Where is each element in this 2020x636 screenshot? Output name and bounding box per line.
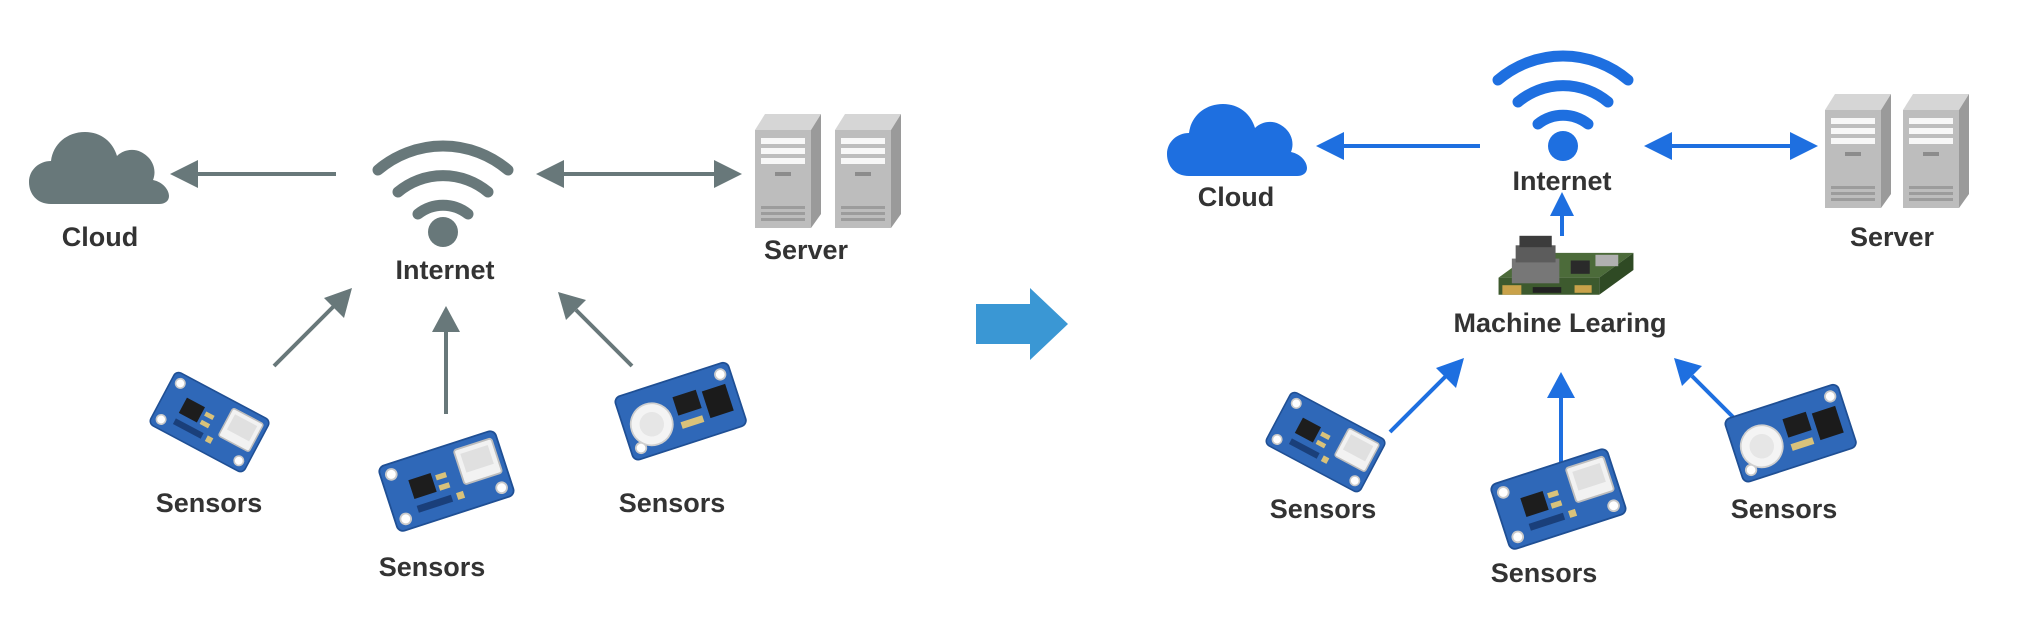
arrow-sensor1-to-ml	[1388, 358, 1464, 434]
arrow-internet-to-cloud-2	[1316, 132, 1480, 160]
after-arrows	[1316, 132, 1818, 470]
sensor-board-icon-6	[1722, 382, 1859, 485]
server-icon-2	[1825, 94, 1969, 208]
cloud-icon	[29, 132, 169, 204]
ml-label: Machine Learing	[1453, 308, 1666, 338]
arrow-ml-to-internet	[1550, 192, 1574, 236]
arrow-sensor2-to-internet	[432, 306, 460, 414]
arrow-sensor3-to-internet	[558, 292, 634, 368]
before-network: Cloud Internet Server Sensors Sensors Se…	[29, 114, 901, 582]
wifi-icon-2	[1492, 50, 1634, 161]
sensor-label-3: Sensors	[619, 488, 726, 518]
wifi-icon	[372, 140, 514, 247]
internet-label: Internet	[395, 255, 494, 285]
arrow-sensor2-to-ml	[1547, 372, 1575, 470]
sensor-label-6: Sensors	[1731, 494, 1838, 524]
cloud-label-2: Cloud	[1198, 182, 1274, 212]
arrow-internet-server-2	[1644, 132, 1818, 160]
ml-board-icon	[1498, 235, 1634, 295]
server-icon	[755, 114, 901, 228]
sensor-board-icon-4	[1263, 389, 1388, 495]
sensor-label-2: Sensors	[379, 552, 486, 582]
sensor-board-icon-2	[376, 428, 517, 534]
server-label-2: Server	[1850, 222, 1935, 252]
cloud-icon-2	[1167, 104, 1307, 176]
sensor-label-1: Sensors	[156, 488, 263, 518]
sensor-label-5: Sensors	[1491, 558, 1598, 588]
before-arrows	[170, 160, 742, 414]
right-arrow-icon	[976, 288, 1068, 360]
server-label: Server	[764, 235, 849, 265]
sensor-board-icon-3	[612, 360, 749, 463]
arrow-internet-to-cloud	[170, 160, 336, 188]
internet-label-2: Internet	[1512, 166, 1611, 196]
arrow-sensor1-to-internet	[272, 288, 352, 368]
sensor-board-icon-1	[147, 369, 272, 475]
sensor-board-icon-5	[1488, 446, 1629, 552]
sensor-label-4: Sensors	[1270, 494, 1377, 524]
arrow-internet-server	[536, 160, 742, 188]
cloud-label: Cloud	[62, 222, 138, 252]
after-network: Cloud Internet Machine Learing Server Se…	[1167, 50, 1969, 588]
